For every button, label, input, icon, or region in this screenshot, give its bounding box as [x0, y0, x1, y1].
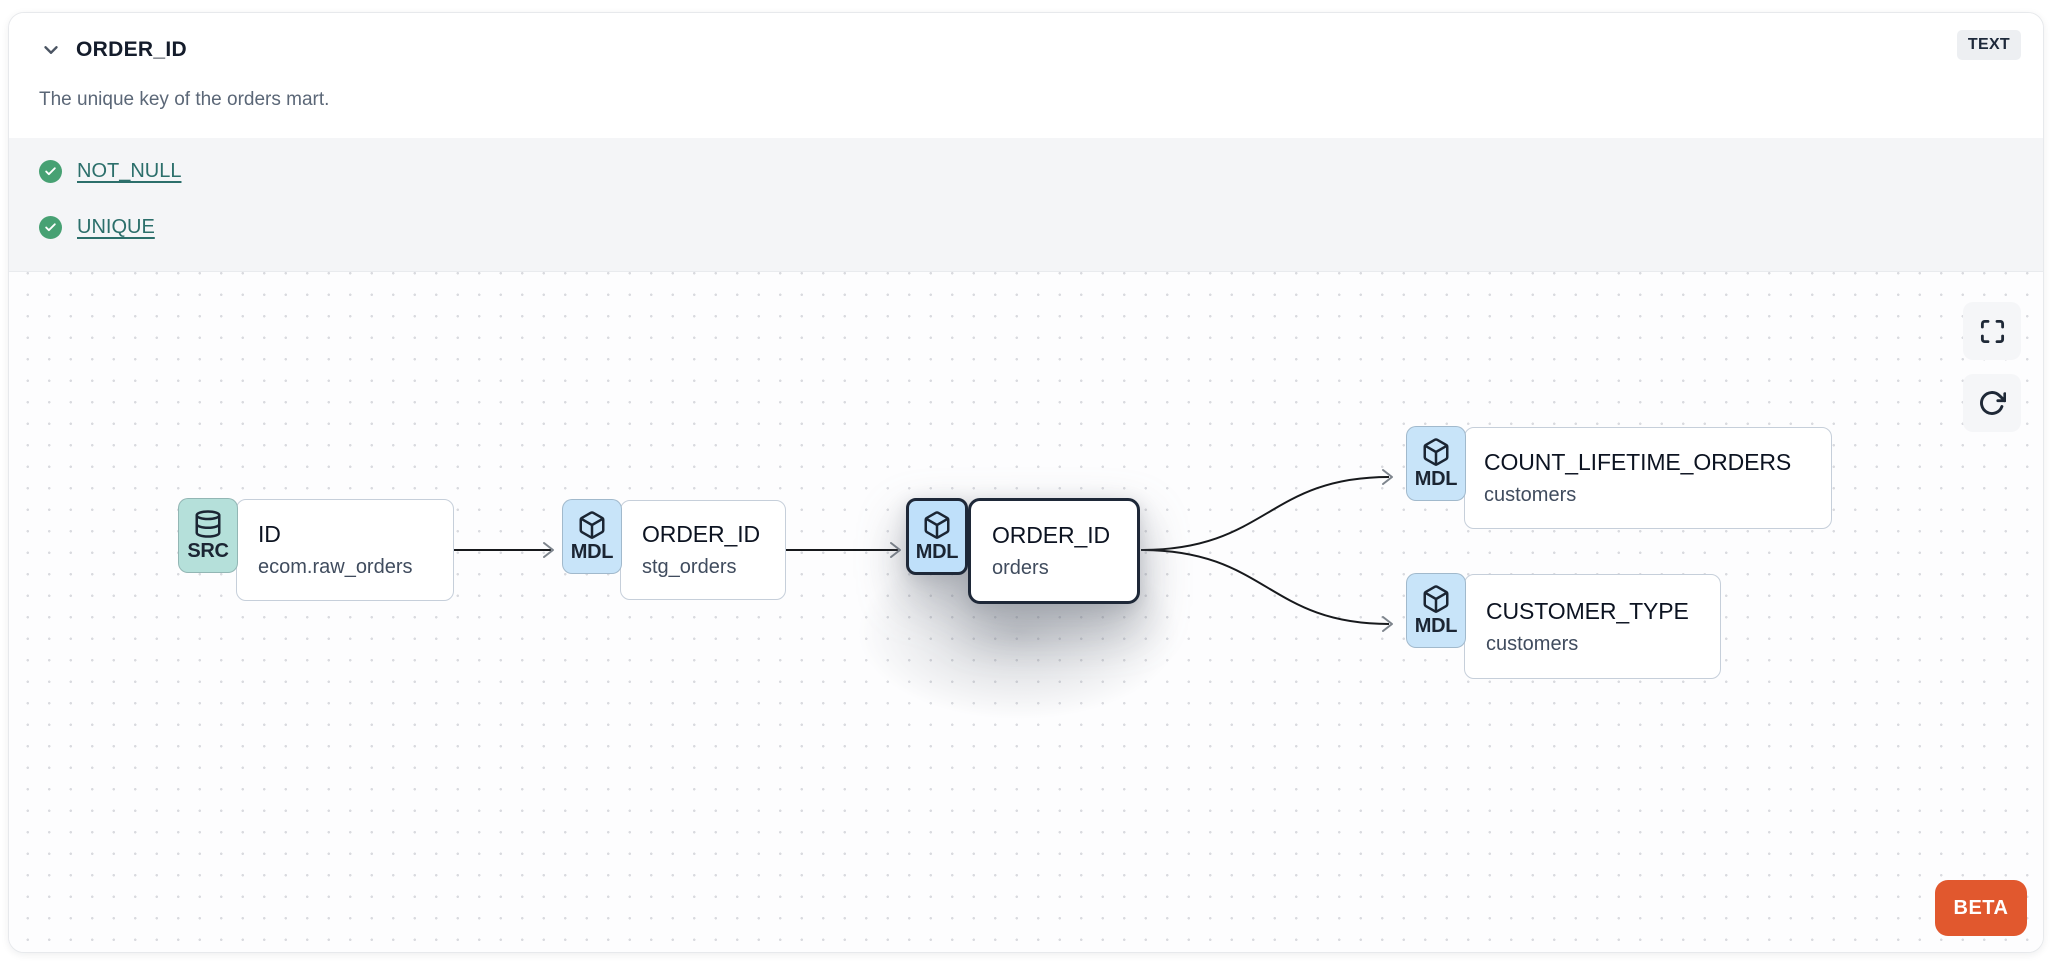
node-title: COUNT_LIFETIME_ORDERS: [1484, 449, 1792, 475]
refresh-button[interactable]: [1963, 374, 2021, 432]
fullscreen-button[interactable]: [1963, 302, 2021, 360]
node-type-badge: MDL: [562, 499, 622, 574]
node-title: ORDER_ID: [642, 521, 761, 547]
badge-label: MDL: [570, 540, 614, 563]
node-title: ID: [258, 521, 281, 547]
column-title: ORDER_ID: [76, 38, 187, 61]
column-description: The unique key of the orders mart.: [39, 89, 330, 110]
node-type-badge: MDL: [1406, 426, 1466, 501]
collapse-button[interactable]: [39, 38, 63, 62]
fullscreen-icon: [1979, 318, 2006, 345]
node-subtitle: ecom.raw_orders: [258, 556, 413, 578]
node-subtitle: stg_orders: [642, 556, 737, 578]
model-cube-icon: [577, 510, 607, 540]
test-link-unique[interactable]: UNIQUE: [77, 216, 155, 238]
check-circle-icon: [39, 160, 62, 183]
lineage-edges: [454, 469, 1393, 632]
badge-label: SRC: [187, 539, 229, 562]
model-cube-icon: [1421, 437, 1451, 467]
beta-badge: BETA: [1935, 880, 2027, 936]
model-cube-icon: [922, 510, 952, 540]
column-type-badge: TEXT: [1956, 30, 2021, 60]
node-title: CUSTOMER_TYPE: [1486, 597, 1689, 624]
chevron-down-icon: [40, 39, 62, 61]
tests-section: NOT_NULL UNIQUE: [9, 138, 2043, 272]
column-details-panel: ORDER_ID TEXT The unique key of the orde…: [8, 12, 2044, 953]
node-type-badge: SRC: [178, 498, 238, 573]
refresh-icon: [1978, 389, 2006, 417]
test-row: UNIQUE: [39, 216, 2013, 239]
panel-header: ORDER_ID TEXT The unique key of the orde…: [9, 13, 2043, 138]
node-subtitle: customers: [1484, 484, 1577, 506]
node-subtitle: customers: [1486, 632, 1579, 655]
badge-label: MDL: [915, 540, 959, 563]
test-link-not-null[interactable]: NOT_NULL: [77, 160, 182, 182]
node-subtitle: orders: [992, 557, 1049, 579]
model-cube-icon: [1421, 584, 1451, 614]
test-row: NOT_NULL: [39, 160, 2013, 183]
lineage-canvas[interactable]: ID ecom.raw_orders SRC ORDER_ID stg_orde…: [9, 272, 2043, 952]
database-icon: [193, 509, 223, 539]
node-title: ORDER_ID: [992, 522, 1111, 548]
badge-label: MDL: [1414, 467, 1458, 490]
badge-label: MDL: [1414, 614, 1458, 637]
check-circle-icon: [39, 216, 62, 239]
node-type-badge: MDL: [906, 498, 968, 575]
node-type-badge: MDL: [1406, 573, 1466, 648]
